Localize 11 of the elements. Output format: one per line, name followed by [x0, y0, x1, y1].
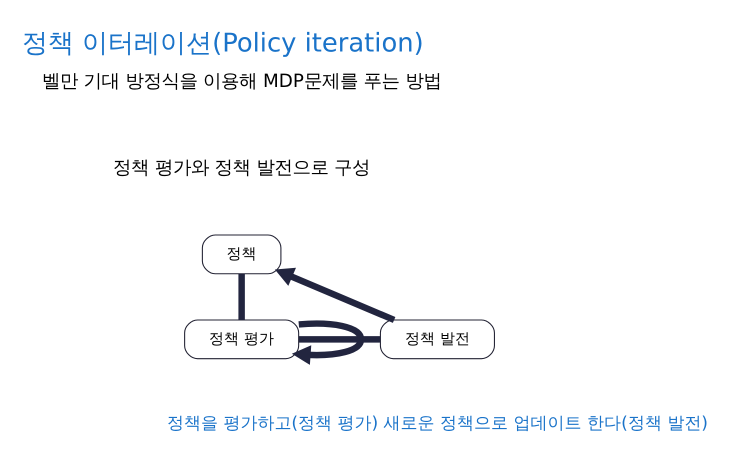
node-box: 정책 [202, 234, 282, 274]
connector [238, 273, 245, 320]
node-box: 정책 발전 [380, 318, 495, 359]
label: 벨만 기대 방정식을 이용해 MDP문제를 푸는 방법 [42, 70, 442, 92]
arrow [274, 267, 396, 322]
diagram-title: 정책 이터레이션(Policy iteration) [22, 28, 424, 58]
arrow [292, 320, 364, 364]
label: 정책 평가와 정책 발전으로 구성 [113, 156, 370, 178]
node-box: 정책 평가 [184, 318, 300, 359]
connector [299, 336, 380, 342]
caption: 정책을 평가하고(정책 평가) 새로운 정책으로 업데이트 한다(정책 발전) [166, 412, 708, 433]
